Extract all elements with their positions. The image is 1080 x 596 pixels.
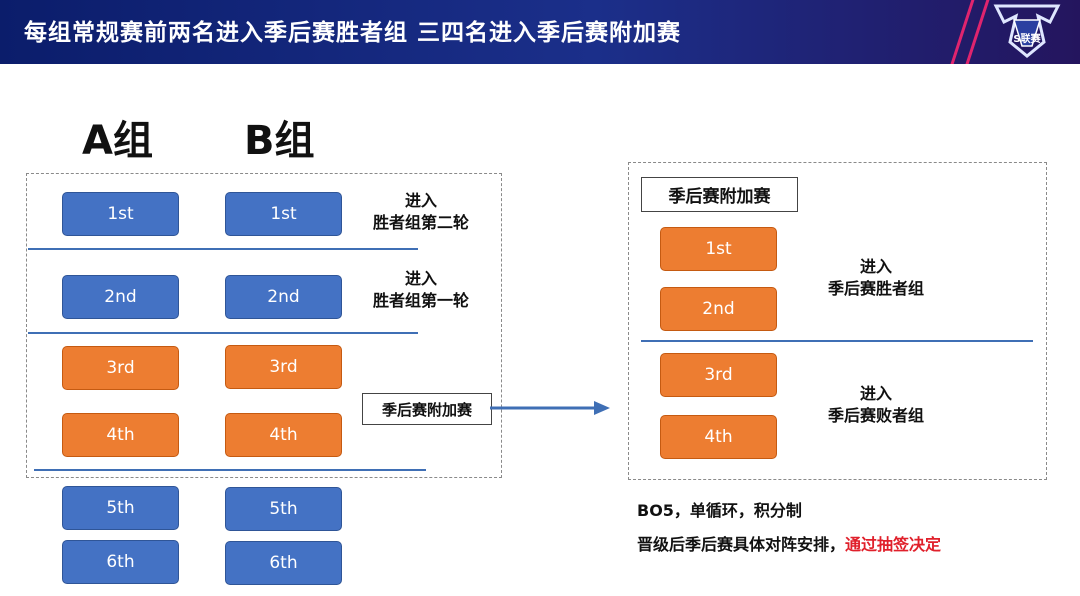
note-winners-round1: 进入 胜者组第一轮 (362, 268, 480, 312)
playoff-rank-1: 1st (660, 227, 777, 271)
s-league-logo-icon: S联赛 (993, 4, 1061, 58)
divider-line (34, 469, 426, 471)
page-title: 每组常规赛前两名进入季后赛胜者组 三四名进入季后赛附加赛 (24, 20, 682, 46)
playoff-rank-4: 4th (660, 415, 777, 459)
arrow-right-icon (490, 401, 610, 415)
note-advance: 进入 (404, 191, 437, 210)
divider-line (28, 332, 418, 334)
group-b-rank-6: 6th (225, 541, 342, 585)
group-a-rank-4: 4th (62, 413, 179, 457)
draw-rule-highlight: 通过抽签决定 (845, 535, 942, 554)
group-a-rank-6: 6th (62, 540, 179, 584)
note-advance: 进入 (859, 384, 892, 403)
group-b-rank-5: 5th (225, 487, 342, 531)
group-b-rank-1: 1st (225, 192, 342, 236)
groups-frame (26, 173, 502, 478)
note-playoff-winners-text: 季后赛胜者组 (827, 279, 924, 298)
divider-line (28, 248, 418, 250)
header-banner: 每组常规赛前两名进入季后赛胜者组 三四名进入季后赛附加赛 S联赛 (0, 0, 1080, 64)
group-a-rank-2: 2nd (62, 275, 179, 319)
playoff-rank-3: 3rd (660, 353, 777, 397)
draw-rule-prefix: 晋级后季后赛具体对阵安排， (637, 535, 846, 554)
decorative-stripe (961, 0, 992, 64)
playoff-rank-2: 2nd (660, 287, 777, 331)
playoff-frame (628, 162, 1047, 480)
logo-text: S联赛 (1013, 32, 1041, 45)
group-b-rank-4: 4th (225, 413, 342, 457)
group-b-rank-2: 2nd (225, 275, 342, 319)
note-winners-round2-text: 胜者组第二轮 (372, 213, 469, 232)
note-playoff-winners: 进入 季后赛胜者组 (812, 256, 940, 300)
group-a-rank-5: 5th (62, 486, 179, 530)
playoff-addon-label: 季后赛附加赛 (362, 393, 492, 425)
note-winners-round2: 进入 胜者组第二轮 (362, 190, 480, 234)
note-playoff-losers: 进入 季后赛败者组 (812, 383, 940, 427)
decorative-stripe (946, 0, 977, 64)
divider-line (641, 340, 1033, 342)
group-a-rank-3: 3rd (62, 346, 179, 390)
note-advance: 进入 (404, 269, 437, 288)
format-rules-text: BO5，单循环，积分制 (637, 501, 802, 520)
note-advance: 进入 (859, 257, 892, 276)
group-b-heading: B组 (244, 118, 315, 164)
draw-rule-text: 晋级后季后赛具体对阵安排，通过抽签决定 (637, 531, 941, 555)
note-winners-round1-text: 胜者组第一轮 (372, 291, 469, 310)
group-a-rank-1: 1st (62, 192, 179, 236)
note-playoff-losers-text: 季后赛败者组 (827, 406, 924, 425)
group-b-rank-3: 3rd (225, 345, 342, 389)
playoff-title: 季后赛附加赛 (641, 177, 798, 212)
group-a-heading: A组 (82, 118, 153, 164)
